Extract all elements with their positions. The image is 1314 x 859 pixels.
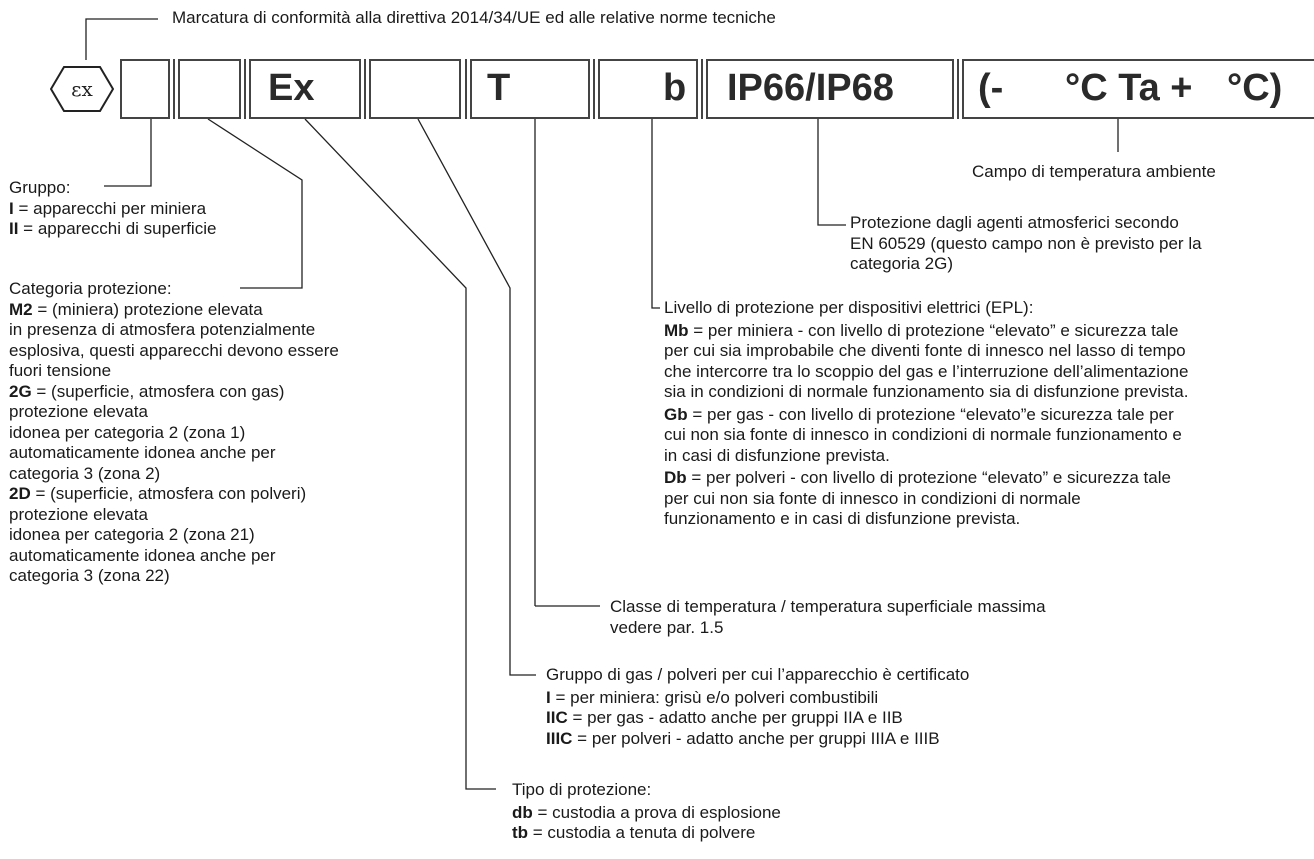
list-item-line: automaticamente idonea anche per (9, 545, 276, 565)
list-item-line: per cui non sia fonte di innesco in cond… (664, 488, 1081, 508)
temp-class-line: vedere par. 1.5 (610, 617, 724, 637)
list-item-line: protezione elevata (9, 504, 148, 524)
list-item-line: in presenza di atmosfera potenzialmente (9, 320, 316, 339)
epl-block: Livello di protezione per dispositivi el… (664, 298, 1188, 530)
ip-line: EN 60529 (questo campo non è previsto pe… (850, 233, 1202, 253)
list-item-line: in casi di disfunzione prevista. (664, 445, 890, 465)
code-ex: Ex (268, 67, 315, 109)
list-item-line: funzionamento e in casi di disfunzione p… (664, 509, 1021, 528)
code-t: T (487, 67, 511, 109)
categoria-connector (207, 118, 303, 289)
gruppo-block: Gruppo: I = apparecchi per miniera II = … (9, 178, 216, 240)
box-ip (701, 59, 954, 119)
list-item-line: categoria 3 (zona 2) (9, 463, 161, 483)
code-ip: IP66/IP68 (727, 67, 894, 109)
ambient-label: Campo di temperatura ambiente (972, 162, 1216, 181)
list-item-line: categoria 3 (zona 22) (9, 566, 170, 585)
list-item-line: idonea per categoria 2 (zona 1) (9, 422, 246, 442)
gruppo-connector (104, 119, 152, 187)
ip-connector (817, 119, 846, 226)
svg-text:εx: εx (71, 77, 93, 101)
list-item: I = apparecchi per miniera (9, 198, 207, 218)
list-item: db = custodia a prova di esplosione (512, 802, 781, 822)
box-ex (244, 59, 361, 119)
epl-connector (651, 119, 660, 309)
list-item: IIIC = per polveri - adatto anche per gr… (546, 728, 940, 748)
list-item-line: esplosiva, questi apparecchi devono esse… (9, 340, 339, 360)
protection-type-connector (304, 118, 496, 790)
list-item: IIC = per gas - adatto anche per gruppi … (546, 708, 903, 727)
categoria-block: Categoria protezione: M2 = (miniera) pro… (9, 279, 339, 587)
list-item-line: automaticamente idonea anche per (9, 443, 276, 462)
ip-protection-block: Protezione dagli agenti atmosferici seco… (850, 213, 1202, 275)
ip-line: categoria 2G) (850, 254, 953, 273)
box-temp-range (957, 59, 1314, 119)
protection-type-block: Tipo di protezione: db = custodia a prov… (512, 780, 781, 844)
list-item: I = per miniera: grisù e/o polveri combu… (546, 687, 879, 707)
categoria-title: Categoria protezione: (9, 279, 172, 298)
box-protection-type (364, 59, 461, 119)
box-group (120, 59, 170, 119)
code-temp-rest: °C Ta + (1065, 67, 1193, 109)
epl-title: Livello di protezione per dispositivi el… (664, 298, 1034, 317)
box-gas-group (465, 59, 590, 119)
list-item-line: sia in condizioni di normale funzionamen… (664, 382, 1189, 401)
list-item: 2G = (superficie, atmosfera con gas) (9, 381, 285, 401)
list-item: tb = custodia a tenuta di polvere (512, 823, 756, 842)
list-item: Mb = per miniera - con livello di protez… (664, 320, 1179, 340)
list-item-line: che intercorre tra lo scoppio del gas e … (664, 361, 1189, 381)
list-item: Gb = per gas - con livello di protezione… (664, 404, 1174, 424)
list-item: Db = per polveri - con livello di protez… (664, 468, 1171, 487)
list-item-line: fuori tensione (9, 361, 112, 380)
header-connector (85, 18, 158, 60)
ip-line: Protezione dagli agenti atmosferici seco… (850, 213, 1179, 232)
temp-class-line: Classe di temperatura / temperatura supe… (610, 597, 1046, 616)
gas-group-title: Gruppo di gas / polveri per cui l’appare… (546, 665, 970, 684)
header-text: Marcatura di conformità alla direttiva 2… (172, 8, 776, 27)
temp-class-block: Classe di temperatura / temperatura supe… (610, 597, 1046, 638)
code-temp-open: (- (978, 67, 1004, 109)
list-item: M2 = (miniera) protezione elevata (9, 299, 263, 319)
gruppo-title: Gruppo: (9, 178, 71, 197)
code-temp-close: °C) (1227, 67, 1283, 109)
list-item: II = apparecchi di superficie (9, 219, 217, 238)
gas-group-block: Gruppo di gas / polveri per cui l’appare… (546, 665, 969, 749)
box-epl (593, 59, 698, 119)
ex-logo-icon: εx (50, 66, 114, 112)
box-category (173, 59, 241, 119)
list-item: 2D = (superficie, atmosfera con polveri) (9, 484, 307, 503)
code-b: b (663, 67, 687, 109)
list-item-line: per cui sia improbabile che diventi font… (664, 341, 1186, 360)
list-item-line: cui non sia fonte di innesco in condizio… (664, 425, 1182, 444)
list-item-line: idonea per categoria 2 (zona 21) (9, 525, 255, 544)
list-item-line: protezione elevata (9, 402, 148, 421)
protection-type-title: Tipo di protezione: (512, 780, 652, 799)
gas-group-connector (417, 118, 536, 676)
